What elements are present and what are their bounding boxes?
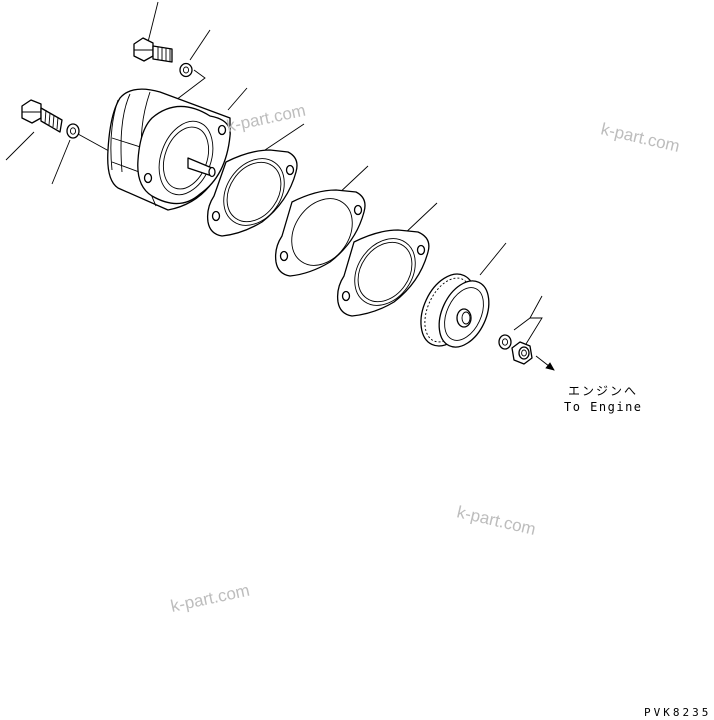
upper-washer [179, 62, 193, 78]
nut [511, 341, 533, 365]
to-engine-label-jp: エンジンへ [568, 384, 638, 398]
upper-bolt [133, 37, 173, 63]
to-engine-label-en: To Engine [564, 400, 643, 414]
gasket-2 [274, 189, 366, 277]
watermark: k-part.com [455, 502, 538, 539]
watermark: k-part.com [225, 101, 307, 136]
lower-washer [66, 123, 80, 139]
gasket-1 [206, 149, 298, 237]
leader-lines [5, 1, 543, 345]
lower-bolt [21, 99, 63, 133]
nut-washer [498, 334, 512, 350]
gasket-3 [336, 229, 430, 317]
drawing-code: PVK8235 [644, 706, 711, 719]
drive-gear [420, 273, 490, 348]
watermark: k-part.com [169, 581, 251, 616]
to-engine-arrow [535, 355, 555, 371]
pump-body [107, 88, 231, 211]
watermark: k-part.com [599, 119, 682, 156]
